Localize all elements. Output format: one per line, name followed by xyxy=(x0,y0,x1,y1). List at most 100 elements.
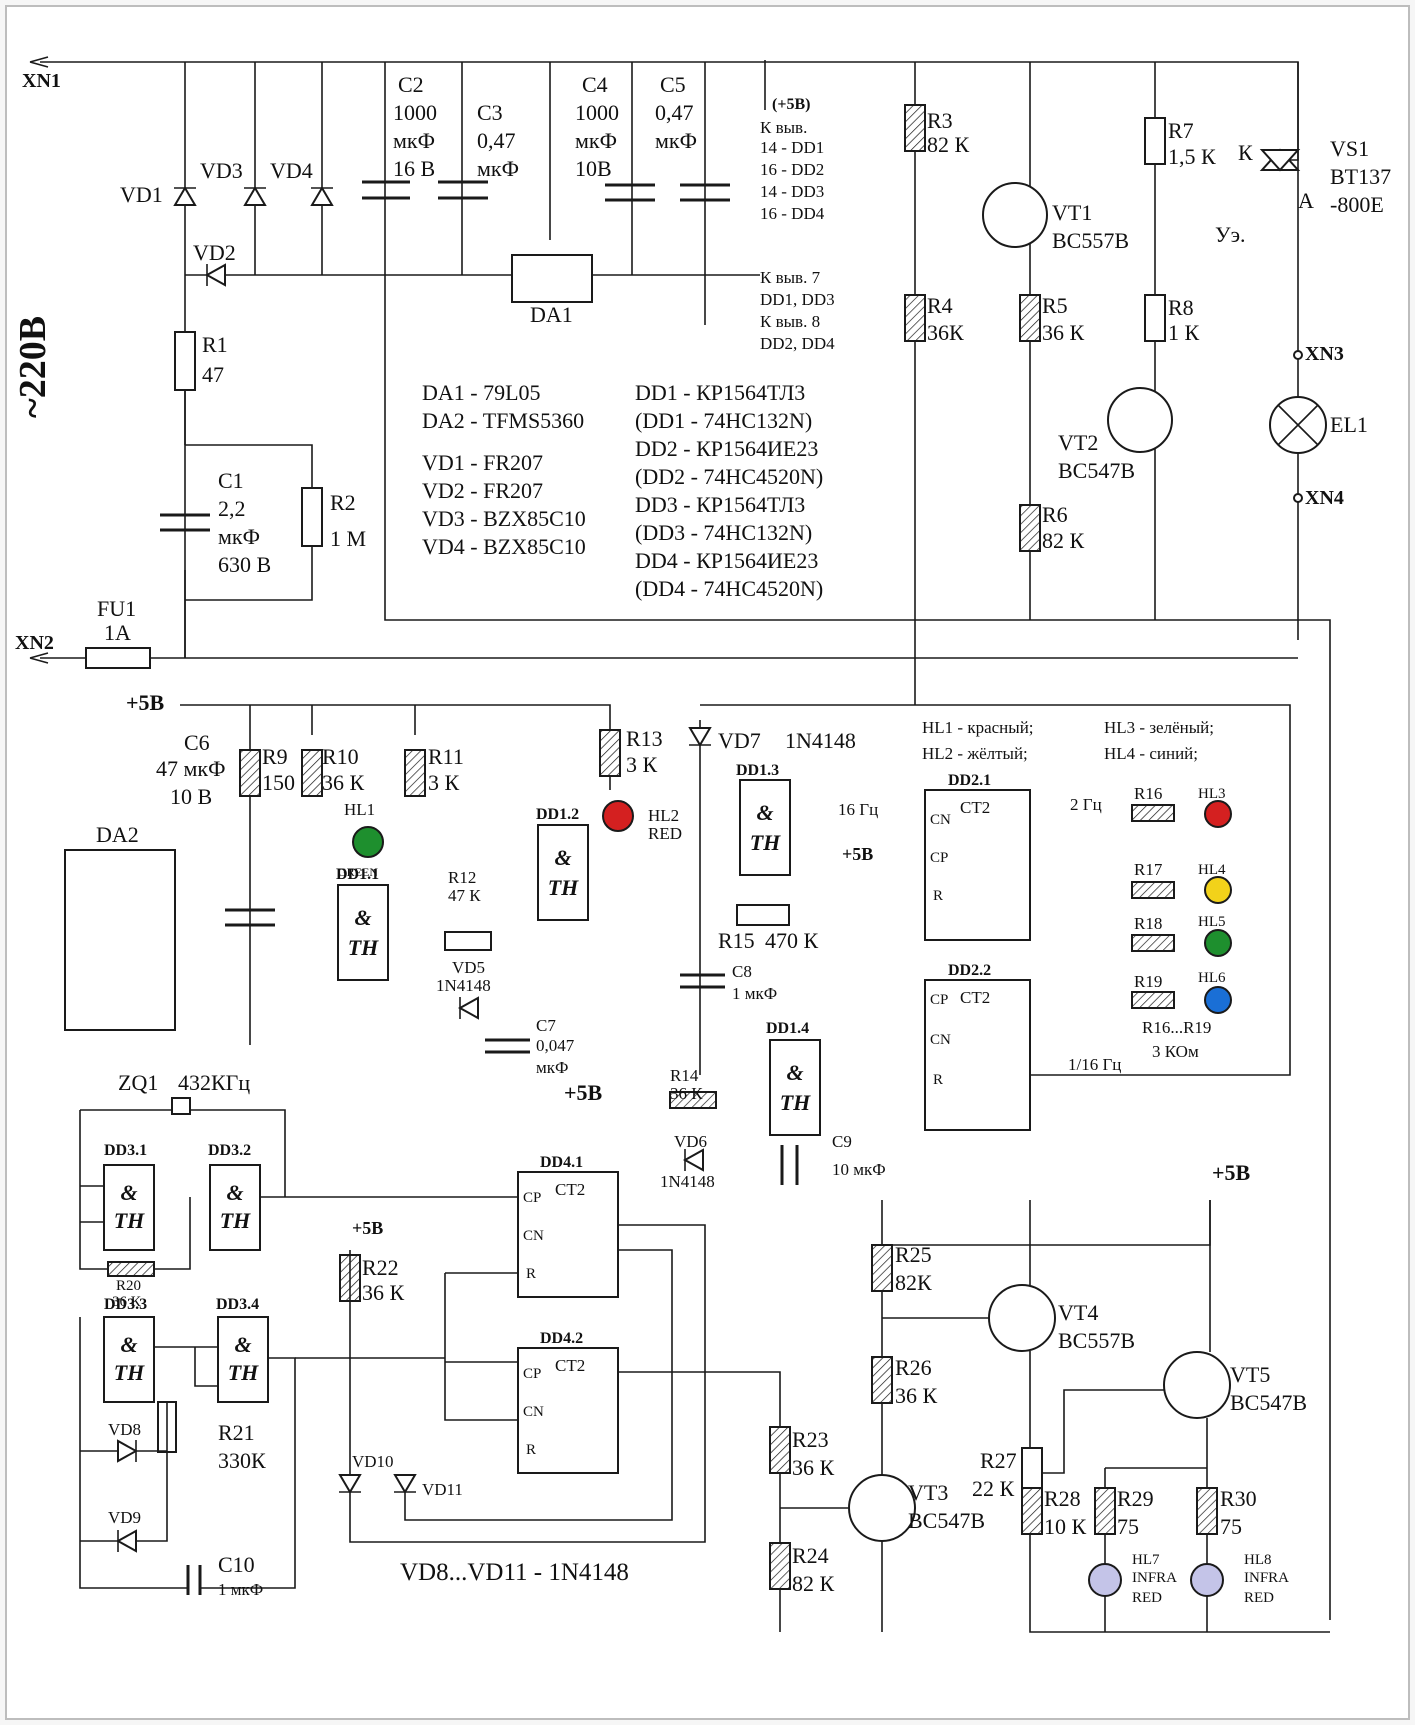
c7-label: C7 xyxy=(536,1016,556,1035)
r5-value: 36 К xyxy=(1042,320,1085,345)
dd3-4-th: TH xyxy=(227,1360,259,1385)
c7-value-2: мкФ xyxy=(536,1058,569,1077)
vd1-label: VD1 xyxy=(120,182,163,207)
page-frame xyxy=(5,5,1410,1720)
xn3-label: XN3 xyxy=(1305,343,1344,365)
r26-label: R26 xyxy=(895,1355,932,1380)
da1-regulator xyxy=(511,254,593,303)
c5-value-1: 0,47 xyxy=(655,100,694,125)
r27-label: R27 xyxy=(980,1448,1017,1473)
parts-left-1: DA2 - TFMS5360 xyxy=(422,408,585,433)
r19-label: R19 xyxy=(1134,972,1163,991)
r10-label: R10 xyxy=(322,744,359,769)
dd2-1-r: R xyxy=(933,888,944,904)
c2-capacitor xyxy=(362,180,410,200)
ground-note-1: DD1, DD3 xyxy=(760,290,835,309)
c9-capacitor xyxy=(780,1145,799,1185)
vt1-transistor xyxy=(982,182,1048,248)
r8-label: R8 xyxy=(1168,295,1194,320)
dd1-2-th: TH xyxy=(547,875,579,900)
led-color-0: HL1 - красный; xyxy=(922,718,1034,737)
dd2-2-title: DD2.2 xyxy=(948,962,992,979)
supply-note-2: 16 - DD2 xyxy=(760,160,825,179)
dd3-3-gate xyxy=(103,1316,155,1403)
dd4-2-counter xyxy=(517,1347,619,1474)
r6-value: 82 К xyxy=(1042,528,1085,553)
vt5-transistor xyxy=(1163,1351,1231,1419)
supply-note-3: 14 - DD3 xyxy=(760,182,825,201)
vs1-triac xyxy=(1259,148,1301,172)
freq-1-16hz: 1/16 Гц xyxy=(1068,1055,1122,1074)
c4-value-2: мкФ xyxy=(575,128,617,153)
r15-value: 470 К xyxy=(765,928,819,953)
dd3-2-gate xyxy=(209,1164,261,1251)
dd1-4-title: DD1.4 xyxy=(766,1020,810,1037)
r18-label: R18 xyxy=(1134,914,1163,933)
p5v-rail-label-1: +5В xyxy=(126,690,165,715)
c6-value-2: 10 В xyxy=(170,784,213,809)
c10-value: 1 мкФ xyxy=(218,1580,264,1599)
r21-label: R21 xyxy=(218,1420,255,1445)
r15-label: R15 xyxy=(718,928,755,953)
r8-value: 1 К xyxy=(1168,320,1200,345)
hl7-label: HL7 xyxy=(1132,1552,1160,1568)
parts-left-0: DA1 - 79L05 xyxy=(422,380,541,405)
c3-value-1: 0,47 xyxy=(477,128,516,153)
dd2-1-cp: CP xyxy=(930,850,949,866)
dd2-2-cn: CN xyxy=(930,1032,951,1048)
p5v-rail-label-3: +5В xyxy=(564,1080,603,1105)
zq1-value: 432КГц xyxy=(178,1070,251,1095)
r20-value: 36 К xyxy=(112,1294,141,1310)
c9-label: C9 xyxy=(832,1132,852,1151)
r28-label: R28 xyxy=(1044,1486,1081,1511)
supply-note-4: 16 - DD4 xyxy=(760,204,825,223)
vd5-label: VD5 xyxy=(452,958,486,977)
c4-value-1: 1000 xyxy=(575,100,619,125)
c9-value: 10 мкФ xyxy=(832,1160,886,1179)
c7-capacitor xyxy=(485,1038,530,1054)
hl7-infra: INFRA xyxy=(1132,1570,1178,1586)
r16-label: R16 xyxy=(1134,784,1163,803)
r16-resistor xyxy=(1131,804,1175,822)
c2-value-3: 16 В xyxy=(393,156,436,181)
r11-value: 3 К xyxy=(428,770,460,795)
vd10-label: VD10 xyxy=(352,1452,394,1471)
dd3-3-and: & xyxy=(120,1332,138,1357)
r22-label: R22 xyxy=(362,1255,399,1280)
parts-left-4: VD3 - BZX85C10 xyxy=(422,506,586,531)
vt3-label: VT3 xyxy=(908,1480,949,1505)
vt4-value: BC557B xyxy=(1058,1328,1136,1353)
dd1-3-th: TH xyxy=(749,830,781,855)
dd1-3-and: & xyxy=(756,800,774,825)
dd4-1-title: DD4.1 xyxy=(540,1154,584,1171)
r21-value: 330К xyxy=(218,1448,266,1473)
r27-value: 22 К xyxy=(972,1476,1015,1501)
r17-label: R17 xyxy=(1134,860,1163,879)
r13-label: R13 xyxy=(626,726,663,751)
dd1-2-and: & xyxy=(554,845,572,870)
vd5-diode xyxy=(457,996,479,1020)
p5v-rail-label-5: +5В xyxy=(1212,1160,1251,1185)
vd7-label: VD7 xyxy=(718,728,761,753)
r26-value: 36 К xyxy=(895,1383,938,1408)
fu1-fuse xyxy=(85,647,151,669)
dd2-1-counter xyxy=(924,789,1031,941)
dd3-2-title: DD3.2 xyxy=(208,1142,252,1159)
dd4-2-cp: CP xyxy=(523,1366,542,1382)
c1-label: C1 xyxy=(218,468,244,493)
r4-value: 36К xyxy=(927,320,964,345)
c2-value-1: 1000 xyxy=(393,100,437,125)
hl3-led xyxy=(1204,800,1232,828)
c4-value-3: 10В xyxy=(575,156,612,181)
dd4-1-cp: CP xyxy=(523,1190,542,1206)
vd8-label: VD8 xyxy=(108,1420,142,1439)
dd3-2-and: & xyxy=(226,1180,244,1205)
vt2-label: VT2 xyxy=(1058,430,1099,455)
dd1-3-title: DD1.3 xyxy=(736,762,780,779)
dd3-4-title: DD3.4 xyxy=(216,1296,260,1313)
parts-right-4: DD3 - КР1564ТЛ3 xyxy=(635,492,806,517)
r25-label: R25 xyxy=(895,1242,932,1267)
r23-value: 36 К xyxy=(792,1455,835,1480)
